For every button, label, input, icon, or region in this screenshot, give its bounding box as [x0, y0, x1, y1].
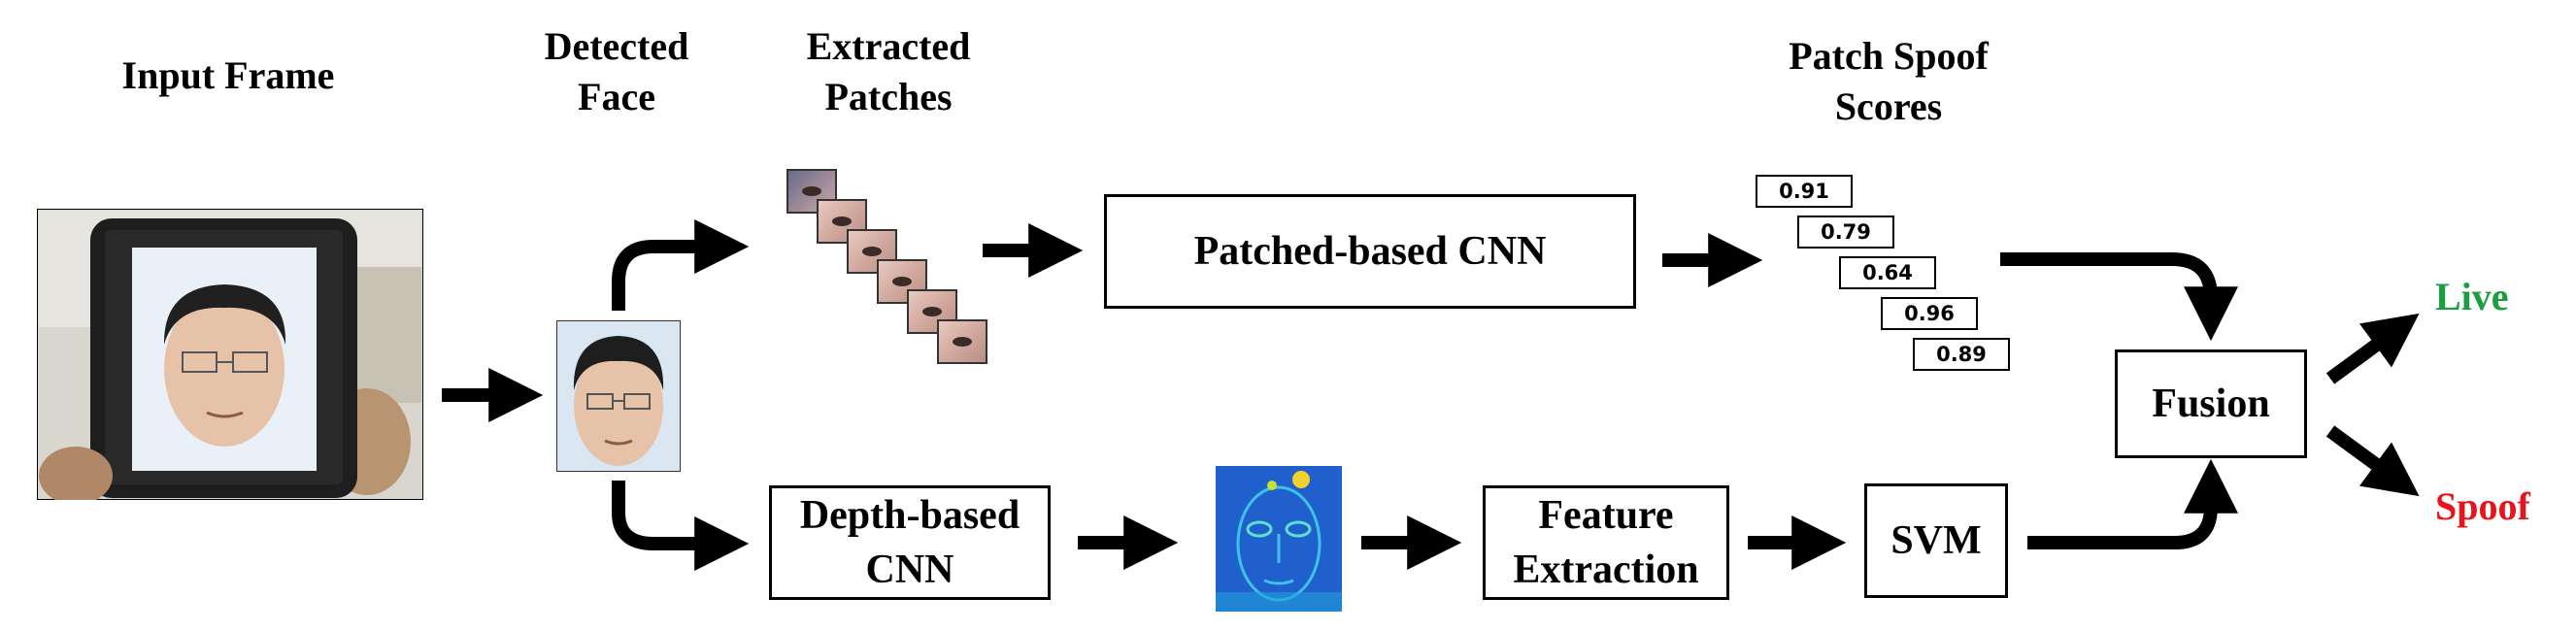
arrow-face-to-depth-cnn [612, 481, 750, 571]
score-5: 0.89 [1913, 338, 2010, 371]
patch-4 [877, 259, 927, 304]
arrow-fusion-to-live [2325, 313, 2420, 384]
patch-6 [937, 319, 987, 364]
output-spoof: Spoof [2435, 484, 2530, 528]
score-2: 0.79 [1797, 216, 1894, 249]
fusion-box: Fusion [2115, 349, 2307, 458]
patch-based-cnn-box: Patched-based CNN [1104, 194, 1636, 309]
input-frame-label: Input Frame [121, 53, 335, 97]
score-1: 0.91 [1756, 175, 1853, 208]
svm-box: SVM [1864, 483, 2008, 598]
output-live: Live [2435, 275, 2509, 318]
input-frame-image [37, 209, 423, 500]
score-4: 0.96 [1881, 297, 1978, 330]
arrow-face-to-patches [612, 219, 750, 311]
detected-face-image [556, 320, 681, 472]
score-3: 0.64 [1839, 256, 1936, 289]
arrow-svm-to-fusion [2027, 458, 2238, 549]
arrow-fusion-to-spoof [2325, 425, 2420, 497]
arrow-scores-to-fusion [2000, 252, 2238, 342]
depth-map-image [1216, 466, 1342, 612]
